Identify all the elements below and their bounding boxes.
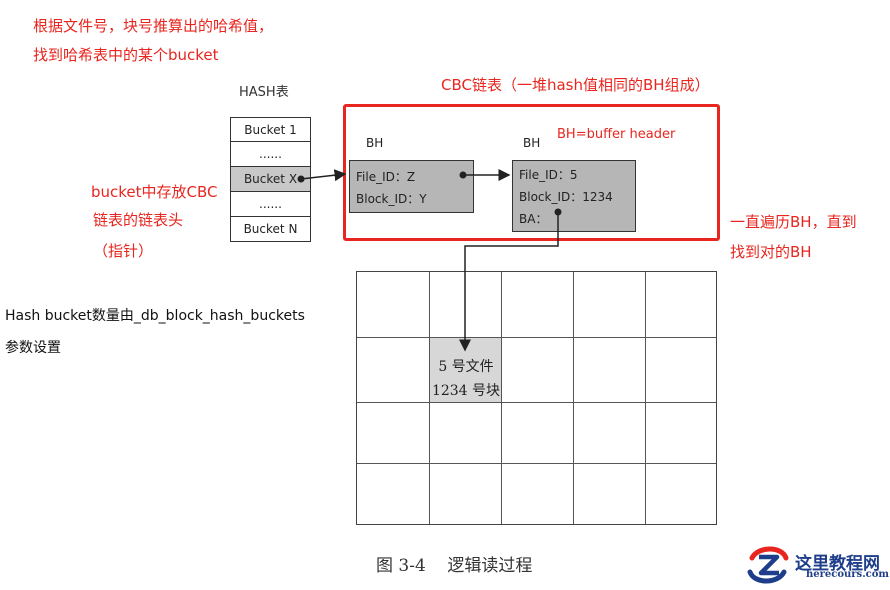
- logo-icon: [747, 546, 789, 584]
- param-note-line2: 参数设置: [5, 340, 61, 356]
- bh2-block-id: Block_ID：1234: [519, 190, 613, 204]
- bh1-label: BH: [366, 136, 384, 150]
- bh2-file-id: File_ID：5: [519, 168, 578, 182]
- bh1-box: File_ID：Z Block_ID：Y: [349, 160, 474, 213]
- bucket-to-bh-arrow: [300, 169, 347, 182]
- bucket-note-line1: bucket中存放CBC: [91, 183, 218, 201]
- param-note-line1: Hash bucket数量由_db_block_hash_buckets: [5, 308, 305, 324]
- buffer-cache-grid: 5 号文件 1234 号块: [356, 271, 717, 525]
- logo-site-name: 这里教程网: [795, 554, 880, 574]
- bh2-ba: BA：: [519, 212, 548, 226]
- bucket-note-line3: （指针）: [93, 242, 154, 260]
- figure-caption: 图 3-4 逻辑读过程: [376, 556, 533, 576]
- hash-note-line1: 根据文件号，块号推算出的哈希值，: [33, 17, 274, 35]
- bh1-file-id: File_ID：Z: [356, 170, 416, 184]
- traverse-note-line2: 找到对的BH: [730, 243, 812, 261]
- hash-row: ......: [230, 142, 311, 167]
- site-logo: [744, 544, 792, 590]
- hash-row-selected: Bucket X: [230, 167, 311, 192]
- hash-note-line2: 找到哈希表中的某个bucket: [33, 46, 219, 64]
- target-cell-file: 5 号文件: [438, 359, 494, 375]
- traverse-note-line1: 一直遍历BH，直到: [730, 213, 857, 231]
- hash-table-title: HASH表: [239, 85, 289, 100]
- target-cell-block: 1234 号块: [431, 383, 501, 399]
- hash-row: Bucket 1: [230, 117, 311, 142]
- bh-definition: BH=buffer header: [557, 127, 676, 142]
- ba-to-block-arrow: [459, 212, 559, 352]
- logo-site-url: herecours.com: [806, 569, 890, 580]
- bh1-block-id: Block_ID：Y: [356, 192, 427, 206]
- hash-row: ......: [230, 192, 311, 217]
- cbc-title: CBC链表（一堆hash值相同的BH组成）: [441, 76, 710, 94]
- bh2-label: BH: [523, 136, 541, 150]
- bh2-box: File_ID：5 Block_ID：1234 BA：: [512, 160, 636, 232]
- bucket-note-line2: 链表的链表头: [93, 211, 184, 229]
- hash-row: Bucket N: [230, 217, 311, 242]
